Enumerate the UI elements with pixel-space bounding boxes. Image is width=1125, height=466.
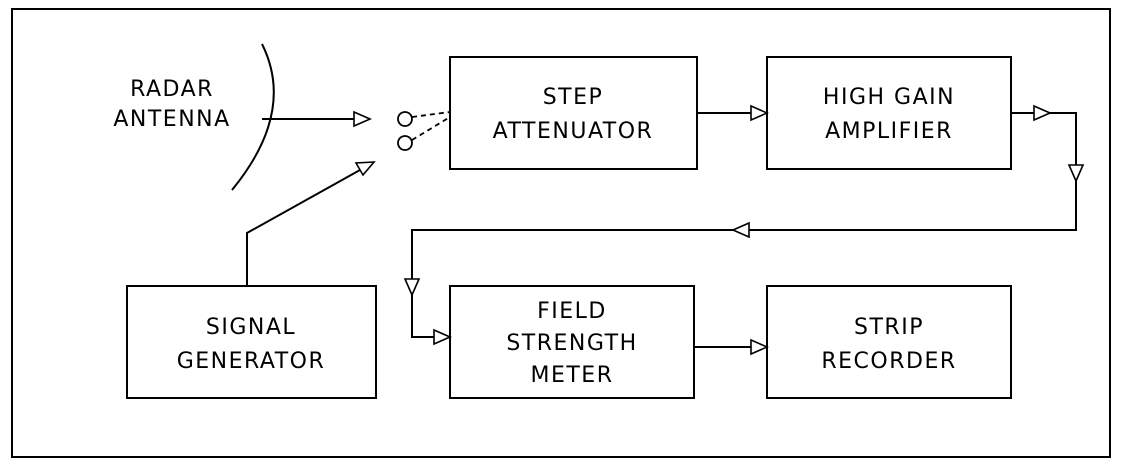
signal-generator-label-line1: SIGNAL (206, 315, 296, 340)
attenuator-to-amplifier-arrowhead (750, 104, 769, 122)
signal-generator-output-arrowhead (354, 161, 376, 177)
return-path-down-arrowhead-2 (403, 278, 421, 297)
high-gain-amplifier-label-line2: AMPLIFIER (825, 119, 953, 144)
step-attenuator-block (449, 56, 698, 170)
antenna-feed-arrowhead (353, 110, 372, 128)
step-attenuator-label-line2: ATTENUATOR (493, 119, 654, 144)
high-gain-amplifier-label-line1: HIGH GAIN (823, 85, 955, 110)
antenna-label-line2: ANTENNA (113, 107, 230, 132)
high-gain-amplifier-block (766, 56, 1012, 170)
antenna-label-line1: RADAR (130, 77, 214, 102)
switch-dashed-contact-2 (411, 116, 451, 141)
signal-generator-block (126, 285, 377, 399)
switch-dashed-contact-1 (411, 111, 451, 118)
strip-recorder-label-line1: STRIP (854, 315, 924, 340)
switch-terminal-antenna (397, 111, 413, 127)
strip-recorder-block (766, 285, 1012, 399)
strip-recorder-label-line2: RECORDER (821, 349, 956, 374)
signal-generator-output-line (246, 169, 361, 286)
radar-antenna-dish (231, 43, 275, 191)
field-strength-meter-label-line2: STRENGTH (506, 331, 637, 356)
return-path-left-arrowhead (731, 221, 750, 239)
amplifier-output-arrowhead (1033, 104, 1052, 122)
signal-generator-label-line2: GENERATOR (177, 349, 326, 374)
field-strength-meter-block (449, 285, 695, 399)
meter-to-recorder-arrowhead (750, 338, 769, 356)
return-path-down-arrowhead-1 (1067, 164, 1085, 183)
switch-terminal-generator (397, 135, 413, 151)
field-strength-meter-label-line1: FIELD (537, 299, 607, 324)
meter-input-arrowhead (433, 328, 452, 346)
step-attenuator-label-line1: STEP (543, 85, 604, 110)
diagram-frame (11, 8, 1111, 458)
field-strength-meter-label-line3: METER (530, 363, 613, 388)
